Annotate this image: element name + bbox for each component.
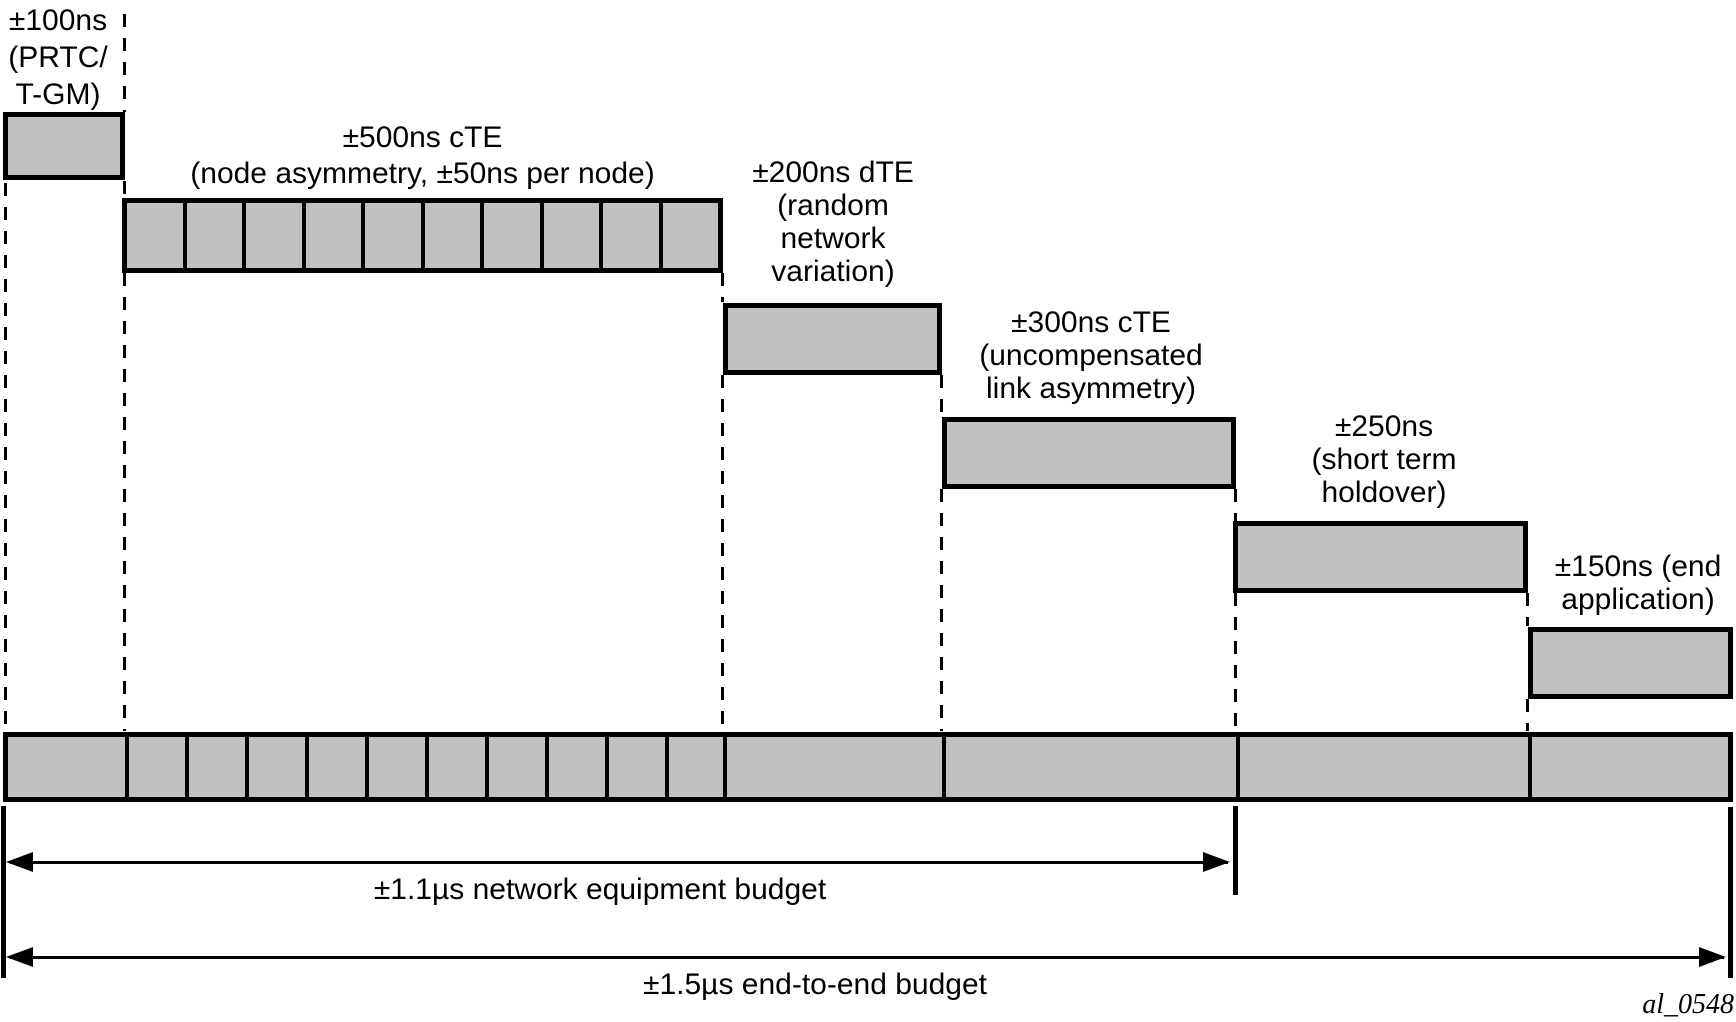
label-line: link asymmetry) (985, 372, 1196, 405)
dashed-guide-line (940, 489, 943, 731)
label-line: ±250ns (1334, 410, 1434, 443)
dte-200-label: ±200ns dTE (random network variation) (723, 156, 943, 288)
label-line: ±200ns dTE (752, 156, 914, 189)
label-line: (node asymmetry, ±50ns per node) (190, 157, 655, 190)
bar-segment-prtc (8, 737, 125, 797)
prtc-label: ±100ns (PRTC/ T-GM) (0, 2, 116, 113)
arrowhead-left-icon (6, 852, 33, 872)
bar-segment-node (305, 737, 365, 797)
bar-segment-node (125, 737, 185, 797)
bar-segment-node (665, 737, 723, 797)
prtc-box (3, 112, 125, 180)
cte-300-box (942, 417, 1236, 489)
node-segment (127, 203, 183, 268)
label-line: (short term (1311, 443, 1457, 476)
dashed-guide-line (123, 181, 126, 197)
node-segment (599, 203, 659, 268)
dashed-guide-line (1526, 593, 1529, 626)
bar-segment-node (365, 737, 425, 797)
arrowhead-right-icon (1699, 947, 1726, 967)
label-line: (uncompensated (979, 339, 1203, 372)
dashed-guide-line (4, 183, 7, 732)
dashed-guide-line (123, 14, 126, 112)
label-line: network (780, 222, 886, 255)
label-line: holdover) (1321, 476, 1447, 509)
cte-500-label: ±500ns cTE (node asymmetry, ±50ns per no… (120, 120, 725, 192)
node-segment (361, 203, 421, 268)
budget-tick-right (1728, 807, 1733, 978)
holdover-250-label: ±250ns (short term holdover) (1234, 410, 1534, 509)
total-budget-bar (3, 732, 1733, 802)
end-app-150-box (1528, 627, 1733, 699)
dashed-guide-line (123, 273, 126, 731)
node-segment (658, 203, 719, 268)
budget-tick-network-equipment (1233, 806, 1238, 895)
end-to-end-budget-label: ±1.5µs end-to-end budget (643, 968, 987, 1001)
bar-segment-end-app (1528, 737, 1728, 797)
bar-segment-dte (723, 737, 942, 797)
figure-id: al_0548 (1642, 989, 1734, 1020)
dashed-guide-line (940, 375, 943, 416)
dashed-guide-line (1234, 489, 1237, 521)
label-line: variation) (771, 255, 895, 288)
bar-segment-cte-link (942, 737, 1236, 797)
label-line: T-GM) (15, 78, 101, 111)
label-line: application) (1561, 583, 1715, 616)
node-segment (242, 203, 302, 268)
dashed-guide-line (721, 375, 724, 731)
budget-tick-left (1, 806, 6, 978)
end-to-end-budget-arrow-line (10, 956, 1724, 959)
bar-segment-node (245, 737, 305, 797)
bar-segment-node (545, 737, 605, 797)
dte-200-box (723, 303, 942, 375)
cte-500-segmented-bar (122, 198, 723, 273)
bar-segment-node (485, 737, 545, 797)
label-line: (random (777, 189, 889, 222)
bar-segment-node (425, 737, 485, 797)
node-segment (182, 203, 243, 268)
node-segment (420, 203, 481, 268)
cte-300-label: ±300ns cTE (uncompensated link asymmetry… (941, 306, 1241, 405)
node-segment (480, 203, 540, 268)
arrowhead-right-icon (1203, 852, 1230, 872)
end-app-150-label: ±150ns (end application) (1535, 550, 1736, 616)
bar-segment-node (185, 737, 245, 797)
dashed-guide-line (721, 273, 724, 302)
network-budget-arrow-line (10, 861, 1228, 864)
label-line: ±300ns cTE (1011, 306, 1171, 339)
dashed-guide-line (1526, 699, 1529, 731)
bar-segment-holdover (1236, 737, 1528, 797)
bar-segment-node (605, 737, 665, 797)
node-segment (301, 203, 362, 268)
label-line: ±150ns (end (1554, 550, 1722, 583)
dashed-guide-line (1234, 593, 1237, 731)
node-segment (539, 203, 600, 268)
label-line: ±100ns (8, 4, 108, 37)
label-line: ±500ns cTE (342, 121, 503, 154)
holdover-250-box (1233, 521, 1528, 593)
network-budget-label: ±1.1µs network equipment budget (373, 873, 827, 906)
arrowhead-left-icon (6, 947, 33, 967)
label-line: (PRTC/ (8, 41, 108, 74)
